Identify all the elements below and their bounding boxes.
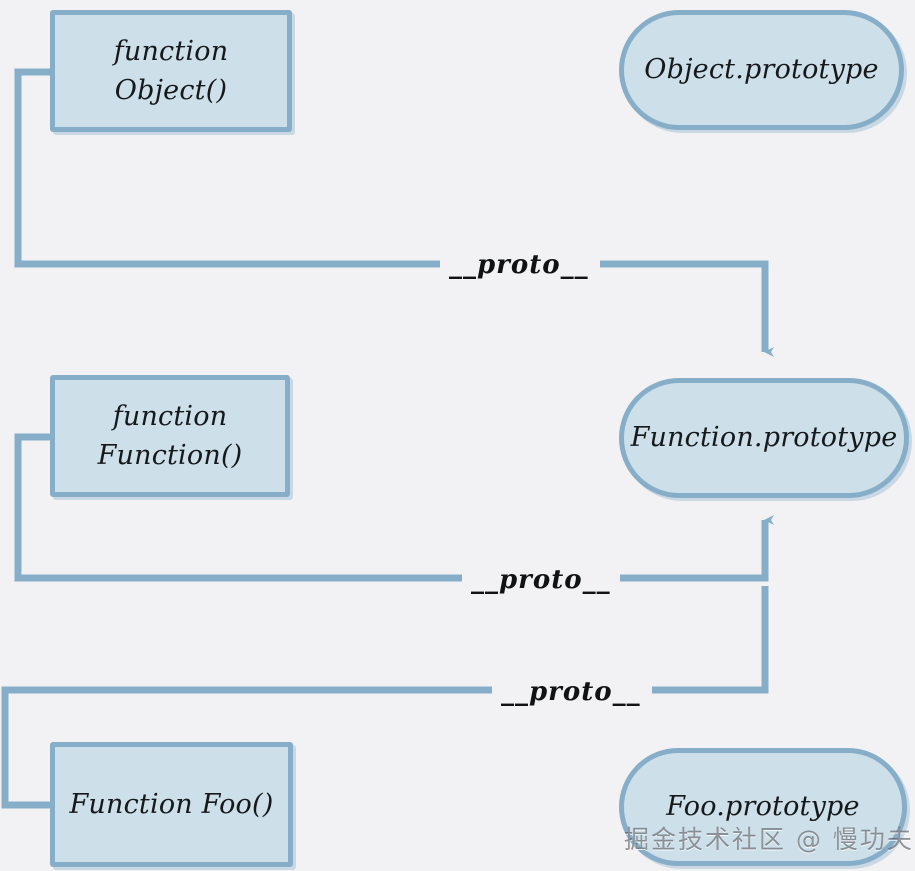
node-function-function-line1: function [112, 400, 228, 432]
edge-label-proto-function: __proto__ [464, 565, 618, 595]
node-object-prototype[interactable]: Object.prototype [619, 10, 904, 130]
node-function-function-line2: Function() [97, 440, 243, 471]
node-object-prototype-label: Object.prototype [644, 54, 879, 86]
node-foo-prototype-label: Foo.prototype [666, 791, 860, 823]
edge-label-proto-object: __proto__ [442, 250, 596, 280]
node-function-foo-label: Function Foo() [69, 788, 274, 820]
node-function-function[interactable]: function Function() [50, 375, 290, 497]
node-function-prototype[interactable]: Function.prototype [619, 378, 909, 498]
node-function-object-line2: Object() [114, 75, 228, 106]
node-function-object-line1: function [113, 35, 229, 67]
node-function-foo[interactable]: Function Foo() [50, 742, 293, 867]
node-foo-prototype[interactable]: Foo.prototype [619, 748, 907, 866]
node-function-object[interactable]: function Object() [50, 10, 292, 132]
edge-label-proto-foo: __proto__ [494, 677, 648, 707]
node-function-prototype-label: Function.prototype [630, 422, 898, 454]
